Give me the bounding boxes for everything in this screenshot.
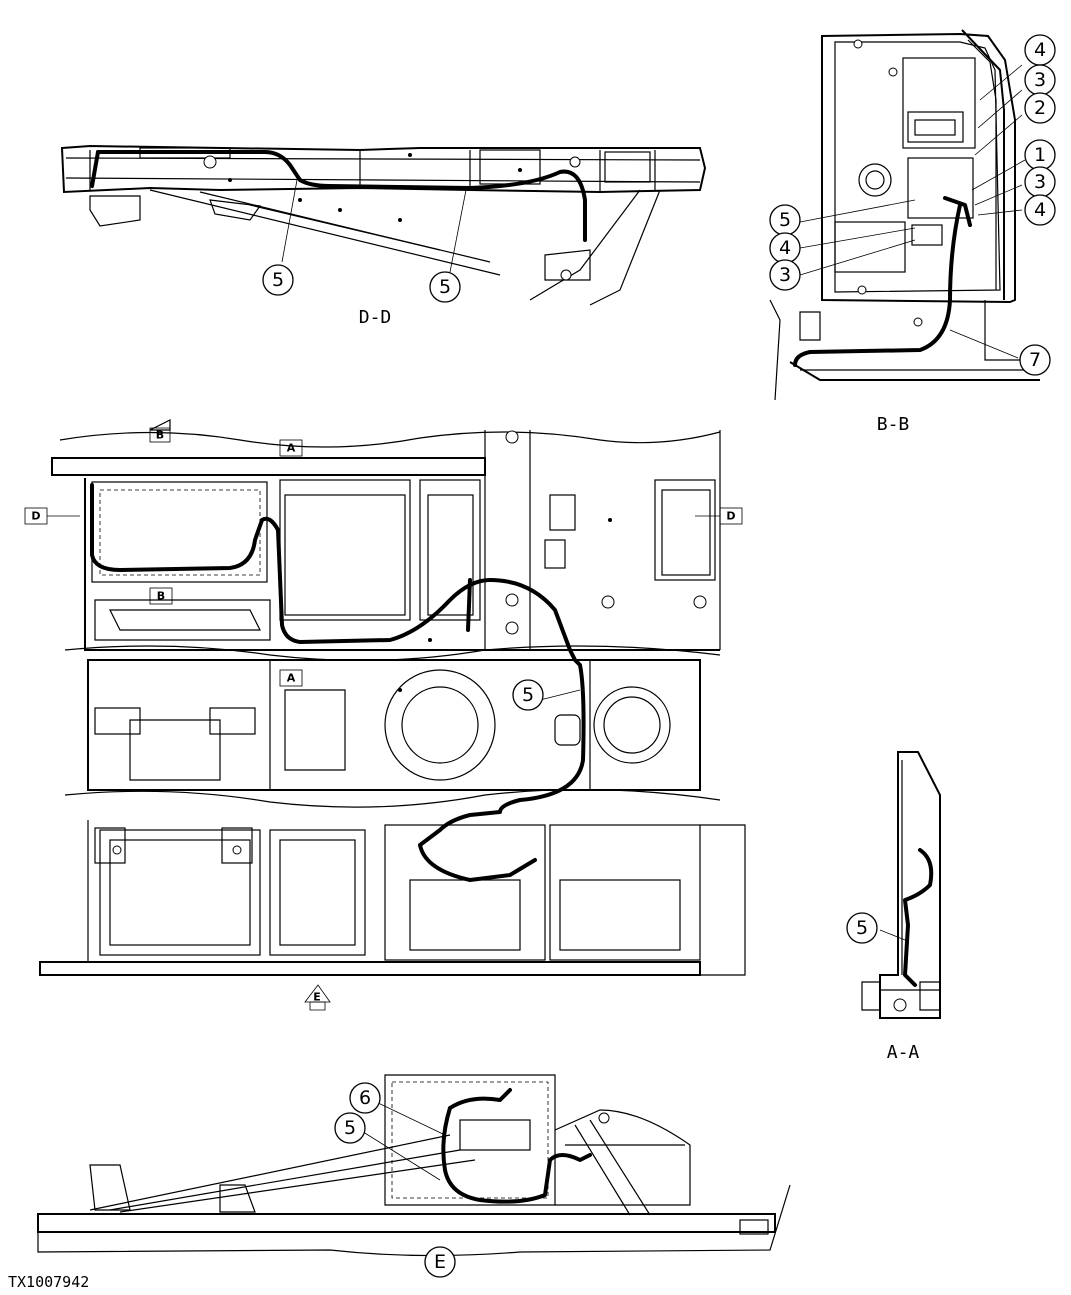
callout-bb-10: 7 <box>1019 344 1051 376</box>
callout-circle <box>1019 344 1051 376</box>
section-arrow-a-mid: A <box>287 672 296 685</box>
callout-number: 4 <box>779 237 791 259</box>
callout-e-1: 6 <box>349 1082 381 1114</box>
callout-dd-2: 5 <box>429 271 461 303</box>
callout-bb-4: 1 <box>1024 139 1056 171</box>
callout-number: 3 <box>1034 171 1046 193</box>
view-a-a <box>861 751 941 1019</box>
view-e <box>37 1074 791 1257</box>
callout-circle <box>334 1112 366 1144</box>
callout-circle <box>1024 92 1056 124</box>
callout-e-2: 5 <box>334 1112 366 1144</box>
callout-number: 4 <box>1034 199 1046 221</box>
section-arrow-d-left: D <box>31 510 40 523</box>
section-arrow-b-top: B <box>156 429 164 442</box>
callout-circle <box>429 271 461 303</box>
callout-bb-1: 4 <box>1024 34 1056 66</box>
callout-circle <box>512 679 544 711</box>
figure-id: TX1007942 <box>8 1273 89 1291</box>
view-d-d <box>60 144 707 306</box>
view-label-e-circle <box>424 1246 456 1278</box>
callout-number: 5 <box>344 1117 356 1139</box>
section-arrow-e-bottom: E <box>313 991 321 1004</box>
view-label-a-a: A-A <box>887 1042 920 1063</box>
view-label-b-b: B-B <box>877 414 910 435</box>
view-label-d-d: D-D <box>359 307 392 328</box>
callout-number: 1 <box>1034 144 1046 166</box>
callout-number: 5 <box>439 276 451 298</box>
callout-dd-1: 5 <box>262 264 294 296</box>
view-main-plan <box>24 419 746 1011</box>
callout-bb-6: 4 <box>1024 194 1056 226</box>
callout-circle <box>1024 194 1056 226</box>
section-arrow-b-mid: B <box>157 590 165 603</box>
view-b-b <box>769 29 1040 401</box>
callout-number: 5 <box>522 684 534 706</box>
section-arrow-d-right: D <box>726 510 735 523</box>
callout-number: 7 <box>1029 349 1041 371</box>
callout-bb-8: 4 <box>769 232 801 264</box>
callout-number: 3 <box>779 264 791 286</box>
callout-circle <box>262 264 294 296</box>
callout-number: 2 <box>1034 97 1046 119</box>
callout-number: 5 <box>272 269 284 291</box>
callout-bb-9: 3 <box>769 259 801 291</box>
callout-circle <box>349 1082 381 1114</box>
callout-bb-2: 3 <box>1024 64 1056 96</box>
callout-number: 5 <box>856 917 868 939</box>
callout-circle <box>846 912 878 944</box>
callout-number: 5 <box>779 209 791 231</box>
callout-number: 3 <box>1034 69 1046 91</box>
callout-number: 4 <box>1034 39 1046 61</box>
callout-bb-3: 2 <box>1024 92 1056 124</box>
callout-circle <box>769 259 801 291</box>
view-label-e: E <box>434 1251 446 1273</box>
callout-number: 6 <box>359 1087 371 1109</box>
section-arrow-a-top: A <box>287 442 296 455</box>
callout-bb-7: 5 <box>769 204 801 236</box>
callout-aa-1: 5 <box>846 912 878 944</box>
callout-bb-5: 3 <box>1024 166 1056 198</box>
callout-main-1: 5 <box>512 679 544 711</box>
